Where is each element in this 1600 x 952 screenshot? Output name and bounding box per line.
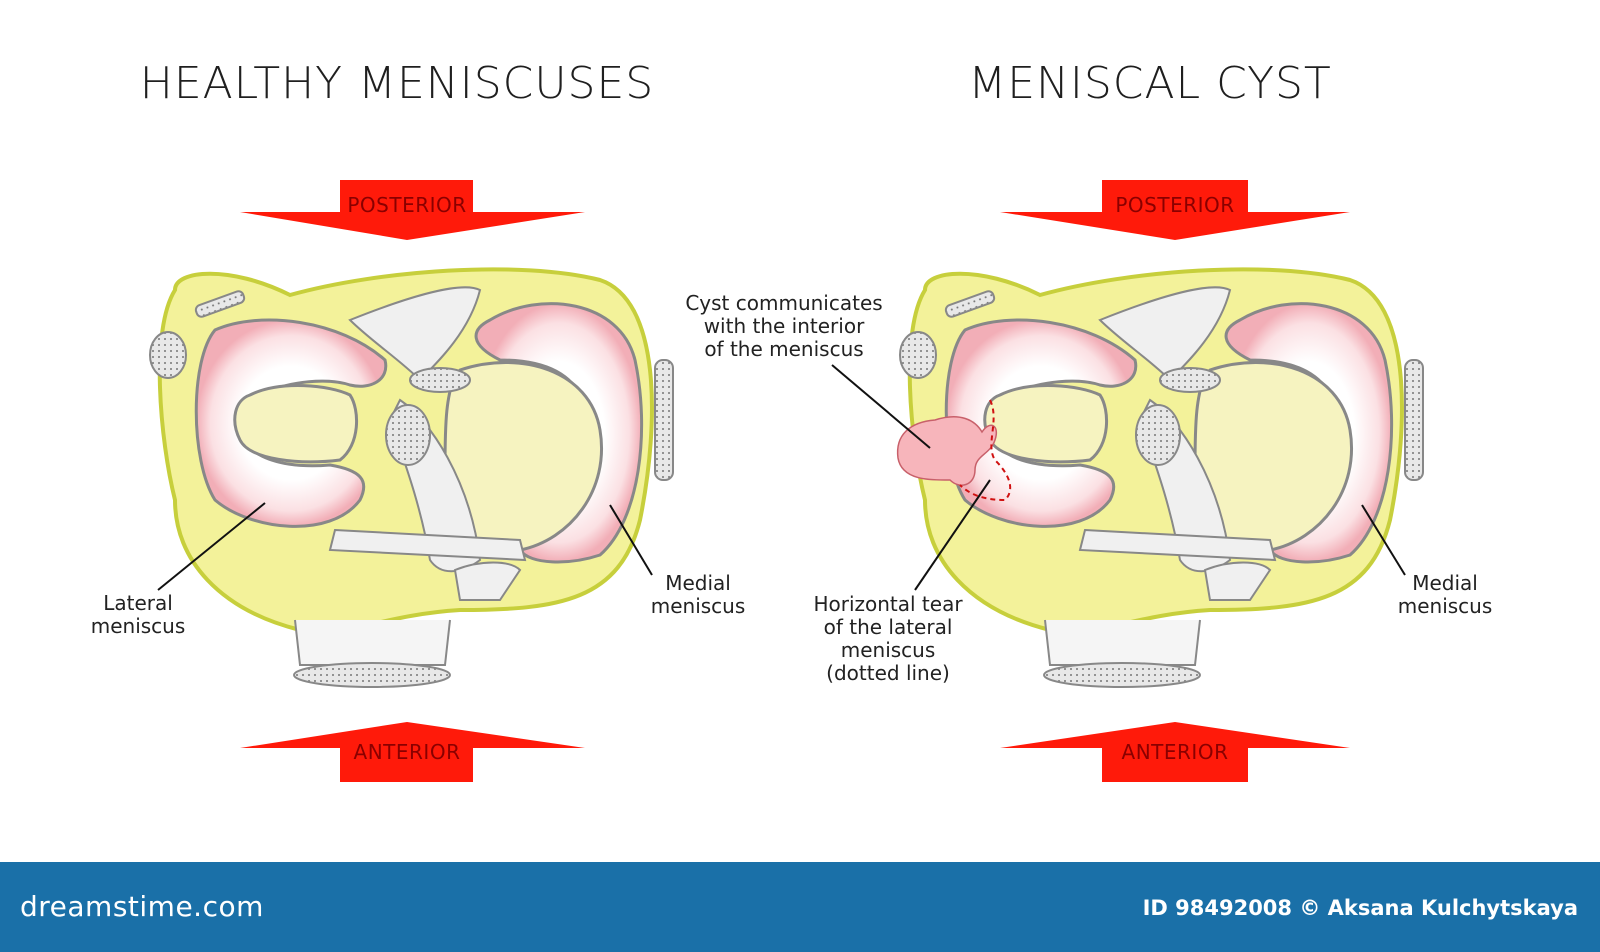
panel-healthy bbox=[148, 180, 675, 782]
title-cyst: MENISCAL CYST bbox=[968, 58, 1332, 109]
anterior-arrow-left bbox=[240, 722, 585, 782]
brand-logo[interactable]: dreamstime.com bbox=[20, 890, 264, 923]
posterior-arrow-left bbox=[240, 180, 585, 240]
anterior-arrow-right bbox=[1000, 722, 1350, 782]
posterior-arrow-right bbox=[1000, 180, 1350, 240]
posterior-label-left: POSTERIOR bbox=[347, 193, 467, 217]
image-credit: ID 98492008 © Aksana Kulchytskaya bbox=[1142, 896, 1578, 920]
leader-lateral bbox=[157, 502, 266, 591]
leader-tear bbox=[914, 479, 991, 591]
leader-cyst bbox=[831, 364, 931, 449]
tear-dotted-line bbox=[959, 399, 1012, 502]
panel-cyst bbox=[831, 180, 1425, 782]
leader-medial-right bbox=[1361, 504, 1406, 576]
anterior-label-right: ANTERIOR bbox=[1121, 740, 1229, 764]
cyst bbox=[896, 416, 997, 486]
leader-medial bbox=[609, 504, 653, 576]
footer-bar: dreamstime.com ID 98492008 © Aksana Kulc… bbox=[0, 862, 1600, 952]
meniscus-diagram bbox=[148, 180, 1425, 782]
anterior-label-left: ANTERIOR bbox=[353, 740, 461, 764]
title-healthy: HEALTHY MENISCUSES bbox=[139, 58, 655, 109]
posterior-label-right: POSTERIOR bbox=[1115, 193, 1235, 217]
